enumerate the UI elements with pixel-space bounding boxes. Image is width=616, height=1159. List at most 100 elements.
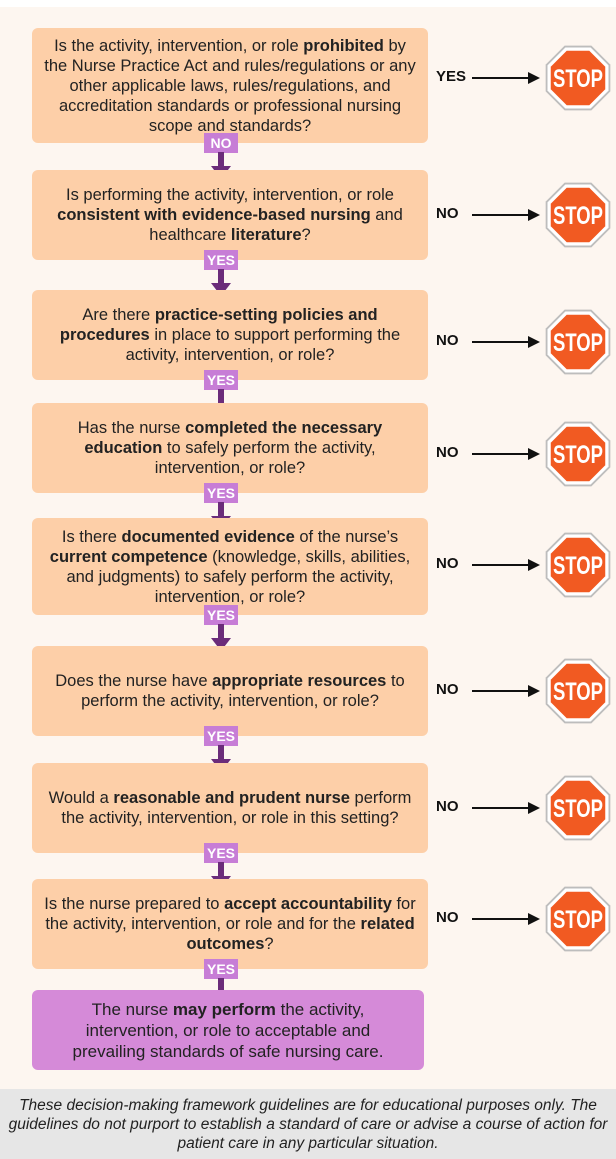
- question-text-fragment: Is performing the activity, intervention…: [65, 186, 394, 204]
- connector-badge: YES: [204, 959, 238, 979]
- connector-badge: YES: [204, 605, 238, 625]
- question-box: Has the nurse completed the necessary ed…: [32, 403, 428, 493]
- stop-branch: NO STOP: [436, 879, 616, 959]
- stop-branch: NO STOP: [436, 768, 616, 848]
- stop-text: STOP: [553, 552, 603, 580]
- arrow-right-icon: [472, 802, 540, 814]
- stop-text: STOP: [553, 202, 603, 230]
- connector-badge: YES: [204, 370, 238, 390]
- emphasis-text: documented evidence: [121, 527, 295, 546]
- arrow-down-icon: [211, 624, 231, 651]
- stop-text: STOP: [553, 906, 603, 934]
- connector-badge: YES: [204, 250, 238, 270]
- question-text-fragment: The nurse: [91, 999, 173, 1019]
- question-text: Are there practice-setting policies and …: [42, 305, 418, 365]
- stop-text: STOP: [553, 678, 603, 706]
- stop-sign-icon: STOP: [545, 45, 611, 111]
- question-box: Would a reasonable and prudent nurse per…: [32, 763, 428, 853]
- stop-sign-icon: STOP: [545, 182, 611, 248]
- stop-sign-icon: STOP: [545, 309, 611, 375]
- emphasis-text: appropriate resources: [212, 672, 387, 690]
- stop-text: STOP: [553, 795, 603, 823]
- emphasis-text: prohibited: [303, 36, 384, 55]
- question-box: Is the nurse prepared to accept accounta…: [32, 879, 428, 969]
- stop-branch: NO STOP: [436, 651, 616, 731]
- arrow-right-icon: [472, 209, 540, 221]
- branch-label: NO: [436, 555, 459, 572]
- emphasis-text: consistent with evidence-based nursing: [57, 206, 371, 224]
- question-box: Is there documented evidence of the nurs…: [32, 518, 428, 615]
- stop-branch: NO STOP: [436, 175, 616, 255]
- stop-sign-icon: STOP: [545, 421, 611, 487]
- connector-badge: NO: [204, 133, 238, 153]
- question-text: Is performing the activity, intervention…: [42, 185, 418, 245]
- branch-label: NO: [436, 798, 459, 815]
- arrow-down-icon: [211, 269, 231, 296]
- flow-connector: YES: [204, 605, 238, 651]
- emphasis-text: may perform: [172, 999, 276, 1019]
- question-text-fragment: to perform the activity, intervention, o…: [81, 672, 405, 710]
- question-text-fragment: to safely perform the activity, interven…: [154, 439, 376, 477]
- question-text-fragment: by the Nurse Practice Act and rules/regu…: [44, 36, 416, 135]
- question-text: Is the activity, intervention, or role p…: [42, 36, 418, 136]
- stop-sign-icon: STOP: [545, 775, 611, 841]
- emphasis-text: accept accountability: [224, 895, 392, 913]
- question-text-fragment: Is the activity, intervention, or role: [54, 36, 304, 55]
- disclaimer: These decision-making framework guidelin…: [0, 1089, 616, 1159]
- stop-sign-icon: STOP: [545, 658, 611, 724]
- connector-badge: YES: [204, 726, 238, 746]
- question-text-fragment: Are there: [82, 306, 155, 324]
- emphasis-text: literature: [230, 226, 302, 244]
- final-outcome-text: The nurse may perform the activity, inte…: [48, 999, 408, 1062]
- stop-branch: NO STOP: [436, 414, 616, 494]
- flow-connector: YES: [204, 250, 238, 296]
- stop-branch: NO STOP: [436, 525, 616, 605]
- question-box: Does the nurse have appropriate resource…: [32, 646, 428, 736]
- stop-text: STOP: [553, 329, 603, 357]
- question-text-fragment: ?: [264, 935, 274, 953]
- branch-label: YES: [436, 68, 467, 85]
- arrow-right-icon: [472, 448, 540, 460]
- emphasis-text: reasonable and prudent nurse: [113, 789, 350, 807]
- question-text: Does the nurse have appropriate resource…: [42, 671, 418, 711]
- branch-label: NO: [436, 681, 459, 698]
- question-box: Are there practice-setting policies and …: [32, 290, 428, 380]
- question-text-fragment: Would a: [48, 789, 114, 807]
- question-text-fragment: (knowledge, skills, abilities, and judgm…: [66, 547, 411, 606]
- arrow-right-icon: [472, 336, 540, 348]
- question-text-fragment: and healthcare: [149, 206, 403, 244]
- question-text-fragment: in place to support performing the activ…: [125, 326, 401, 364]
- question-text-fragment: perform the activity, intervention, or r…: [61, 789, 412, 827]
- stop-branch: NO STOP: [436, 302, 616, 382]
- emphasis-text: related outcomes: [186, 915, 415, 953]
- question-text-fragment: of the nurse’s: [294, 527, 399, 546]
- emphasis-text: completed the necessary education: [84, 419, 383, 457]
- question-text-fragment: Is the nurse prepared to: [44, 895, 225, 913]
- emphasis-text: practice-setting policies and procedures: [59, 306, 378, 344]
- arrow-right-icon: [472, 72, 540, 84]
- stop-branch: YES STOP: [436, 38, 616, 118]
- connector-badge: YES: [204, 843, 238, 863]
- top-strip: [0, 0, 616, 7]
- branch-label: NO: [436, 909, 459, 926]
- emphasis-text: current competence: [49, 547, 208, 566]
- branch-label: NO: [436, 205, 459, 222]
- question-text-fragment: Is there: [61, 527, 122, 546]
- question-text: Is there documented evidence of the nurs…: [42, 527, 418, 607]
- branch-label: NO: [436, 332, 459, 349]
- stop-sign-icon: STOP: [545, 532, 611, 598]
- question-text: Would a reasonable and prudent nurse per…: [42, 788, 418, 828]
- stop-sign-icon: STOP: [545, 886, 611, 952]
- question-box: Is performing the activity, intervention…: [32, 170, 428, 260]
- arrow-right-icon: [472, 913, 540, 925]
- final-outcome-box: The nurse may perform the activity, inte…: [32, 990, 424, 1070]
- arrow-right-icon: [472, 685, 540, 697]
- branch-label: NO: [436, 444, 459, 461]
- question-text-fragment: Does the nurse have: [55, 672, 213, 690]
- question-text-fragment: ?: [301, 226, 311, 244]
- question-text: Has the nurse completed the necessary ed…: [42, 418, 418, 478]
- connector-badge: YES: [204, 483, 238, 503]
- question-text: Is the nurse prepared to accept accounta…: [42, 894, 418, 954]
- question-text-fragment: Has the nurse: [77, 419, 186, 437]
